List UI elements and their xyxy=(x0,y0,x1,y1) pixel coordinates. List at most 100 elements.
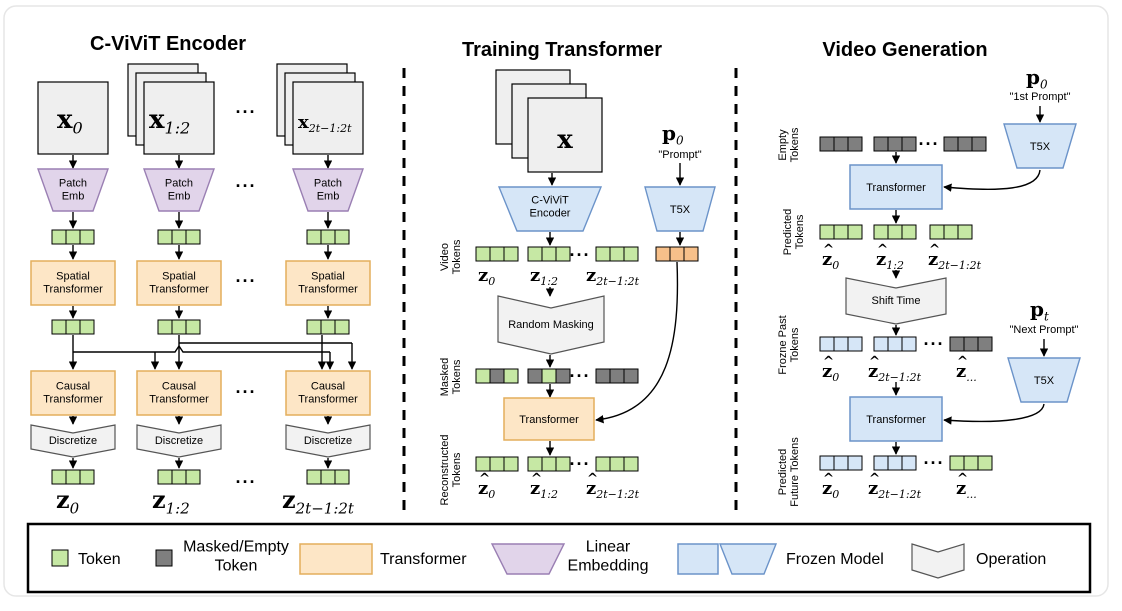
past-token-row-0-cell xyxy=(819,336,835,352)
random-masking-op xyxy=(497,295,605,355)
past-token-row-2-cell xyxy=(963,336,979,352)
legend-frozen-box-swatch xyxy=(677,543,719,575)
legend-transformer-label: Transformer xyxy=(380,551,467,568)
pred-label-2-sub: 2t−1:2t xyxy=(937,259,981,272)
reconstructed-tokens-label-text-line: Reconstructed xyxy=(439,435,451,506)
frozen-past-label: Frozne PastTokens xyxy=(777,315,801,374)
discretize-label-0: Discretize xyxy=(49,435,97,447)
future-token-row-2-cell xyxy=(977,455,993,471)
spatial-transformer-1 xyxy=(136,260,222,306)
video-token-row-1-cell xyxy=(541,246,557,262)
patch-emb-2 xyxy=(292,168,364,212)
causal-label-0-line: Causal xyxy=(56,381,90,393)
video-token-row-0-cell xyxy=(475,246,491,262)
past-label-1-hat: ^ xyxy=(869,354,880,370)
ellipsis-spatial: ··· xyxy=(236,271,257,291)
past-label-0-base: z xyxy=(822,361,832,382)
empty-tokens-label-text-line: Tokens xyxy=(789,127,801,162)
ellipsis-past: ··· xyxy=(924,334,945,354)
empty-token-row-1-cell xyxy=(873,136,889,152)
token-row-b-1-cell xyxy=(185,319,201,335)
past-label-1: z2t−1:2t xyxy=(868,361,922,384)
pred-token-row-0-cell xyxy=(847,224,863,240)
pred-token-row-2-cell xyxy=(943,224,959,240)
patch-emb-label-0-line: Patch xyxy=(59,178,87,190)
past-label-0: z0 xyxy=(822,361,839,384)
reconstructed-tokens-label-text-line: Tokens xyxy=(451,452,463,487)
prompt-token-row-cell xyxy=(669,246,685,262)
past-label-2-base: z xyxy=(956,361,966,382)
token-row-b-1-cell xyxy=(171,319,187,335)
past-label-1-sub: 2t−1:2t xyxy=(877,371,921,384)
legend-masked-label-line: Token xyxy=(215,558,258,575)
token-row-c-0-cell xyxy=(79,469,95,485)
input-label-2: x2t−1:2t xyxy=(298,112,352,135)
input-label-1-sub: 1:2 xyxy=(165,119,191,138)
empty-tokens-label-text-line: Empty xyxy=(777,129,789,161)
gen-transformer-1 xyxy=(849,164,943,210)
token-row-b-0-cell xyxy=(79,319,95,335)
empty-token-row-2-cell xyxy=(971,136,987,152)
recon-label-1-hat: ^ xyxy=(531,471,542,487)
input-label-1: x1:2 xyxy=(149,105,190,138)
token-row-b-0-cell xyxy=(51,319,67,335)
video-tokens-label-text-line: Tokens xyxy=(451,239,463,274)
past-token-row-0-cell xyxy=(833,336,849,352)
gen-p0: p0 xyxy=(1026,65,1048,91)
legend-linear-label-line: Linear xyxy=(586,539,631,556)
causal-label-0-line: Transformer xyxy=(43,394,103,406)
future-label-1-hat: ^ xyxy=(869,471,880,487)
output-label-1-base: z xyxy=(152,485,166,514)
spatial-transformer-0 xyxy=(30,260,116,306)
gen-t5x-1-label: T5X xyxy=(1030,141,1051,153)
legend-operation-swatch xyxy=(911,543,965,579)
future-label-2-base: z xyxy=(956,478,966,499)
future-label-0-sub: 0 xyxy=(832,488,839,501)
future-label-0-base: z xyxy=(822,478,832,499)
recon-token-row-0-cell xyxy=(489,456,505,472)
gen-t5x-2 xyxy=(1007,357,1081,403)
video-token-row-2-cell xyxy=(609,246,625,262)
recon-label-0-base: z xyxy=(478,478,488,499)
video-token-row-1-cell xyxy=(527,246,543,262)
first-prompt: "1st Prompt" xyxy=(1010,91,1071,103)
cvivit-encoder xyxy=(497,186,603,232)
input-label-2-sub: 2t−1:2t xyxy=(308,122,352,135)
arrow-t5x-transformer-2 xyxy=(943,403,1045,425)
ellipsis-inputs: ··· xyxy=(236,102,257,122)
pred-token-row-2-cell xyxy=(957,224,973,240)
train-transformer xyxy=(503,397,595,441)
video-token-label-1-sub: 1:2 xyxy=(540,275,558,288)
video-token-label-2: z2t−1:2t xyxy=(586,265,640,288)
video-token-label-1: z1:2 xyxy=(530,265,558,288)
masked-token-row-0-cell xyxy=(475,368,491,384)
video-token-label-2-base: z xyxy=(586,265,596,286)
pred-label-0-base: z xyxy=(822,249,832,270)
token-row-a-1-cell xyxy=(157,229,173,245)
future-token-row-1-cell xyxy=(887,455,903,471)
input-label-1-base: x xyxy=(149,105,165,135)
token-row-a-0-cell xyxy=(79,229,95,245)
causal-label-2-line: Causal xyxy=(311,381,345,393)
pred-label-1: z1:2 xyxy=(876,249,904,272)
output-label-0-sub: 0 xyxy=(70,499,80,517)
predicted-tokens-label-text: PredictedTokens xyxy=(782,209,806,255)
frozen-past-label-text-line: Frozne Past xyxy=(777,315,789,374)
ellipsis-future: ··· xyxy=(924,453,945,473)
shift-time-op xyxy=(845,277,947,325)
token-row-b-2-cell xyxy=(334,319,350,335)
legend-linear-swatch xyxy=(490,543,566,575)
prompt-token-row-cell xyxy=(655,246,671,262)
patch-emb-label-1-line: Patch xyxy=(165,178,193,190)
causal-label-2-line: Transformer xyxy=(298,394,358,406)
video-token-row-0-cell xyxy=(503,246,519,262)
gen-t5x-2-label: T5X xyxy=(1034,375,1055,387)
token-row-a-1-cell xyxy=(171,229,187,245)
legend-transformer-swatch xyxy=(299,543,373,575)
discretize-label-2: Discretize xyxy=(304,435,352,447)
video-tokens-label: VideoTokens xyxy=(439,239,463,274)
empty-token-row-0-cell xyxy=(833,136,849,152)
train-t5x-label: T5X xyxy=(670,204,691,216)
